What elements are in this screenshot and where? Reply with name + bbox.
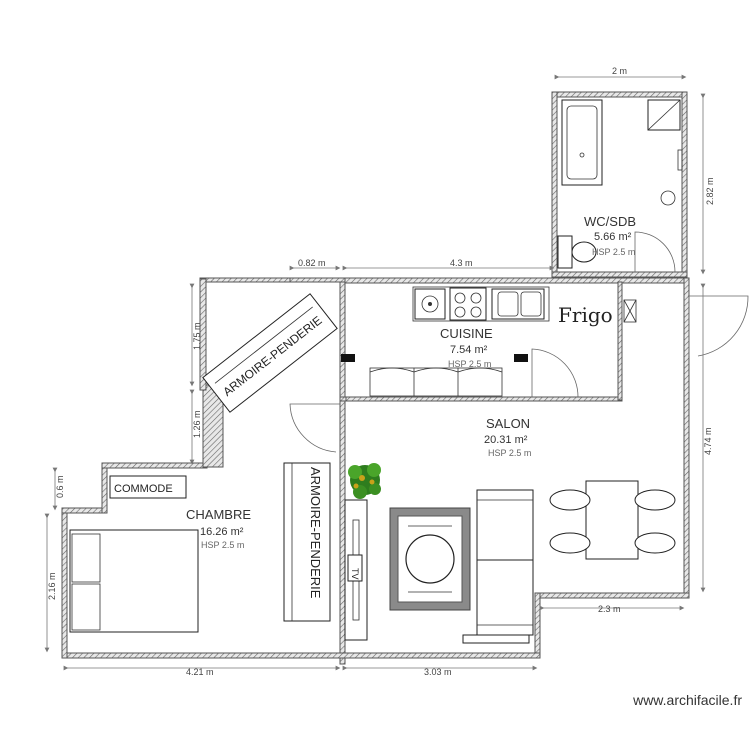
kitchen-furniture: Frigo (341, 286, 637, 397)
walls (61, 91, 690, 665)
dim-left-chambre: 2.16 m (47, 572, 57, 600)
doors (289, 231, 749, 453)
room-area-cuisine: 7.54 m² (450, 344, 488, 356)
pillow-2 (71, 583, 101, 631)
wall-commode-left (101, 464, 108, 514)
wall-diagonal (199, 278, 207, 391)
room-hsp-wc: HSP 2.5 m (592, 247, 635, 257)
room-name-wc: WC/SDB (584, 214, 636, 229)
dim-bottom-right: 3.03 m (424, 667, 452, 677)
room-cuisine: CUISINE 7.54 m² HSP 2.5 m (440, 326, 493, 369)
door-chambre (289, 403, 340, 453)
pillow-1 (71, 533, 101, 583)
coffee-table (405, 534, 455, 584)
room-area-wc: 5.66 m² (594, 231, 632, 243)
door-entrance (688, 295, 749, 357)
room-name-salon: SALON (486, 416, 530, 431)
chair-3 (634, 489, 676, 511)
wall-kitchen-right (617, 281, 623, 401)
sofa-upper (476, 489, 534, 561)
tv-screen (347, 554, 363, 582)
kitchen-bar (369, 367, 503, 397)
wall-chambre-top (61, 507, 108, 514)
watermark: www.archifacile.fr (633, 692, 742, 708)
sink (660, 190, 676, 206)
room-wc: WC/SDB 5.66 m² HSP 2.5 m (584, 214, 636, 257)
dimensions: 2 m 2.82 m 0.82 m 4.3 m 1.75 m 1.26 m 0.… (44, 66, 715, 677)
room-hsp-salon: HSP 2.5 m (488, 448, 531, 458)
wall-wc-right (681, 91, 688, 278)
cooktop (449, 287, 487, 321)
wall-chambre-left (61, 509, 68, 659)
dim-salon-inner: 2.3 m (598, 604, 621, 614)
kitchen-stool-left (341, 354, 355, 362)
wall-bottom (61, 652, 541, 659)
dim-left-upper: 1.75 m (192, 322, 202, 350)
armoire-label-2: ARMOIRE-PENDERIE (308, 467, 323, 599)
dining-table (585, 480, 639, 560)
wall-central (339, 277, 346, 665)
kitchen-stool-right (514, 354, 528, 362)
room-chambre: CHAMBRE 16.26 m² HSP 2.5 m (186, 507, 251, 550)
dim-right-salon: 4.74 m (703, 427, 713, 455)
plant-icon (348, 463, 381, 499)
sofa-base (462, 634, 530, 644)
toilet (557, 235, 573, 269)
wall-salon-bottom (537, 592, 690, 599)
room-name-chambre: CHAMBRE (186, 507, 251, 522)
dim-top-left: 0.82 m (298, 258, 326, 268)
dim-bottom-left: 4.21 m (186, 667, 214, 677)
commode-label: COMMODE (114, 483, 173, 495)
wc-furniture (557, 99, 683, 269)
wall-wc-bottom (551, 271, 688, 278)
armoire-diagonal: ARMOIRE-PENDERIE (202, 293, 338, 413)
kitchen-counter (412, 286, 550, 322)
frigo-label: Frigo (558, 303, 613, 327)
commode: COMMODE (109, 475, 187, 499)
chair-4 (634, 532, 676, 554)
wall-kitchen-top (339, 277, 689, 284)
door-wc (634, 231, 676, 273)
room-hsp-cuisine: HSP 2.5 m (448, 359, 491, 369)
room-area-chambre: 16.26 m² (200, 526, 244, 538)
wall-kitchen-bottom (339, 396, 623, 402)
wall-commode-top (101, 462, 208, 469)
door-kitchen (531, 348, 579, 398)
dim-top-main: 4.3 m (450, 258, 473, 268)
wall-wc-top (551, 91, 687, 98)
sofa-lower (476, 559, 534, 636)
wall-wc-left (551, 91, 558, 278)
bathtub (561, 99, 603, 186)
dim-left-commode: 0.6 m (55, 475, 65, 498)
dim-wc-top: 2 m (612, 66, 627, 76)
dim-wc-right: 2.82 m (705, 177, 715, 205)
bed (69, 529, 199, 633)
dim-left-mid: 1.26 m (192, 410, 202, 438)
armoire-vertical: ARMOIRE-PENDERIE (283, 462, 331, 622)
room-salon: SALON 20.31 m² HSP 2.5 m (484, 416, 531, 458)
chair-2 (549, 532, 591, 554)
room-area-salon: 20.31 m² (484, 434, 528, 446)
room-name-cuisine: CUISINE (440, 326, 493, 341)
salon-furniture: TV (344, 463, 676, 644)
wall-salon-right (683, 277, 690, 599)
wall-top-left-short (289, 277, 346, 283)
wall-salon-step (534, 592, 541, 658)
tv-label: TV (350, 568, 360, 580)
wall-salon-top-left (339, 396, 347, 402)
chair-1 (549, 489, 591, 511)
fridge (623, 299, 637, 323)
room-hsp-chambre: HSP 2.5 m (201, 540, 244, 550)
